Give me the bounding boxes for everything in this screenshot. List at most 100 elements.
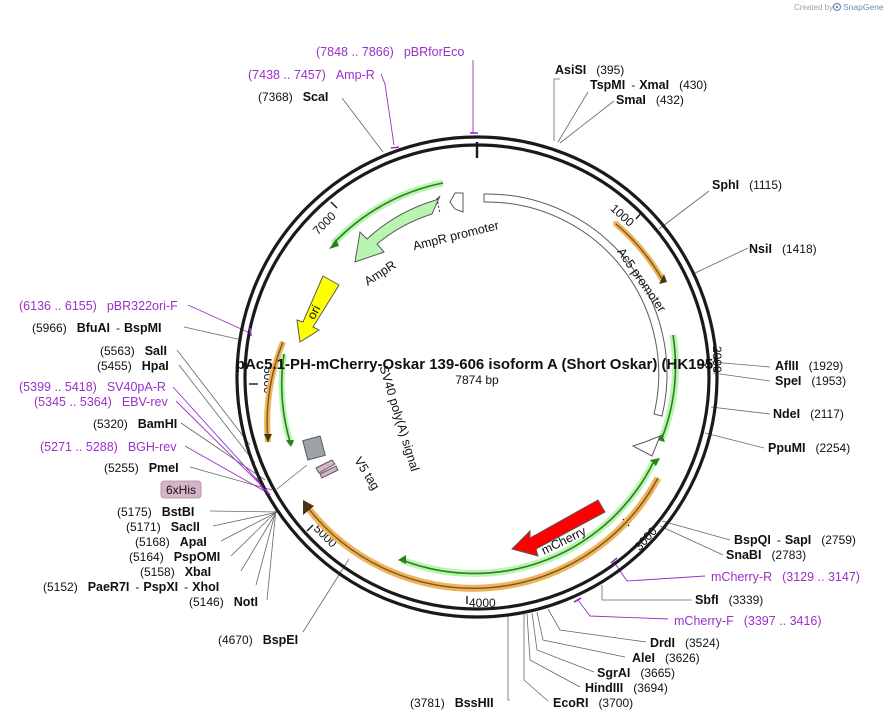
primer-mark-sv40pa-r [255,477,261,485]
enzyme-bsshii: (3781)BssHII [410,696,494,710]
enzyme-sali: (5563)SalI [100,344,167,358]
enzyme-snabi: SnaBI(2783) [726,548,806,562]
leader-sphi [658,190,710,230]
enzyme-scai: (7368)ScaI [258,90,328,104]
primer-mcherry-r: mCherry-R(3129 .. 3147) [711,570,860,584]
orf-arc-top-left-green [329,179,444,249]
snapgene-brand-text: SnapGene [843,2,884,12]
leader-bspqi [661,520,731,541]
primer-mark-amp-r [390,146,400,149]
primer-bgh-rev: (5271 .. 5288)BGH-rev [40,440,177,454]
enzyme-bfuai-bspmi: (5966)BfuAI-BspMI [32,321,162,335]
leader-ndei [710,406,771,415]
sv40-label: SV40 poly(A) signal [377,364,422,473]
leader-xbai [240,510,278,572]
svg-text:mCherry-F(3397 .. 3416): mCherry-F(3397 .. 3416) [674,614,822,628]
primer-ebv-rev: (5345 .. 5364)EBV-rev [34,395,168,409]
enzyme-aflii: AflII(1929) [775,359,843,373]
leader-noti [266,508,277,601]
ori-feature [296,275,340,343]
leader-drdi [547,608,647,643]
leader-sali [176,349,251,446]
leader-tspmi [557,91,589,143]
orf-arc-left-green [278,353,294,447]
leader-sgrai [531,612,595,673]
svg-text:(5345 .. 5364)EBV-rev: (5345 .. 5364)EBV-rev [34,395,168,409]
enzyme-sphi: SphI(1115) [712,178,782,192]
enzyme-smai: SmaI(432) [616,93,684,107]
enzyme-sbfi: SbfI(3339) [695,593,763,607]
svg-text:(5399 .. 5418)SV40pA-R: (5399 .. 5418)SV40pA-R [19,380,166,394]
created-by-text: Created by [794,3,833,12]
orf-arc-right-green [657,334,679,442]
leader-sacii [212,511,279,527]
plasmid-name: pAc5.1-PH-mCherry-Oskar 139-606 isoform … [236,356,718,373]
ampr-promoter-feature [449,192,464,213]
primer-mark-ebv-rev [259,483,265,491]
leader-ebv-rev [175,400,264,488]
enzyme-alei: AleI(3626) [632,651,700,665]
leader-pmei [189,466,273,491]
enzyme-asisi: AsiSI(395) [555,63,624,77]
primer-leader-lines [172,60,706,620]
enzyme-ecori: EcoRI(3700) [553,696,633,710]
sv40-feature [302,435,326,461]
leader-bstbi [209,510,279,513]
primer-amp-r: (7438 .. 7457)Amp-R [248,68,375,82]
backbone-outer [235,135,719,619]
leader-6xhis [276,464,308,490]
leader-smai [559,100,615,144]
ori-label: ori [304,303,323,322]
ruler-tick-7000 [330,201,338,209]
enzyme-nsii: NsiI(1418) [749,242,817,256]
ac5-promoter-feature [483,193,668,457]
leader-bgh-rev [184,445,269,494]
snapgene-logo-icon [832,2,842,12]
enzyme-bspei: (4670)BspEI [218,633,298,647]
primer-sv40pa-r: (5399 .. 5418)SV40pA-R [19,380,166,394]
enzyme-xbai: (5158)XbaI [140,565,211,579]
ruler-tick-5000 [306,524,314,532]
enzyme-hindiii: HindIII(3694) [585,681,668,695]
primer-pbrforeco: (7848 .. 7866)pBRforEco [316,45,464,59]
leader-bamhi [180,422,266,481]
leader-aflii [711,361,771,368]
enzyme-sgrai: SgrAI(3665) [597,666,675,680]
ruler-label-2000: 2000 [710,346,724,373]
enzyme-labels-left: (3781)BssHII (4670)BspEI (5146)NotI (515… [32,90,494,710]
6xhis-badge: 6xHis [160,480,202,499]
primer-pbr322ori-f: (6136 .. 6155)pBR322ori-F [19,299,178,313]
svg-text:(7438 .. 7457)Amp-R: (7438 .. 7457)Amp-R [248,68,375,82]
leader-paer7i [255,509,277,586]
svg-text:(5271 .. 5288)BGH-rev: (5271 .. 5288)BGH-rev [40,440,177,454]
primer-mark-pbr322ori-f [249,327,252,337]
leader-lines [176,78,771,702]
enzyme-bamhi: (5320)BamHI [93,417,177,431]
leader-pspomi [230,510,278,557]
leader-bsshii [507,616,510,701]
leader-sv40pa-r [172,386,260,483]
leader-hpai [178,364,256,464]
leader-alei [536,611,626,658]
v5-feature [315,459,339,479]
leader-mcherry-f [577,599,669,620]
leader-scai [341,97,384,153]
primer-labels: (7848 .. 7866)pBRforEco (7438 .. 7457)Am… [19,45,860,628]
enzyme-pspomi: (5164)PspOMI [129,550,220,564]
leader-bspei [302,558,350,633]
ampr-feature [354,195,441,263]
enzyme-sacii: (5171)SacII [126,520,200,534]
leader-mcherry-r [613,561,706,582]
svg-text:(7848 .. 7866)pBRforEco: (7848 .. 7866)pBRforEco [316,45,464,59]
enzyme-ppumi: PpuMI(2254) [768,441,850,455]
enzyme-bstbi: (5175)BstBI [117,505,194,519]
primer-mark-mcherry-r [610,557,618,564]
enzyme-spei: SpeI(1953) [775,374,846,388]
leader-asisi [553,78,560,141]
ruler-label-4000: 4000 [469,596,496,610]
leader-spei [712,372,771,382]
v5-tag-label: V5 tag [351,454,382,492]
primer-mark-bgh-rev [264,488,271,496]
enzyme-labels-right: AsiSI(395) TspMI-XmaI(430) SmaI(432) Sph… [553,63,856,710]
